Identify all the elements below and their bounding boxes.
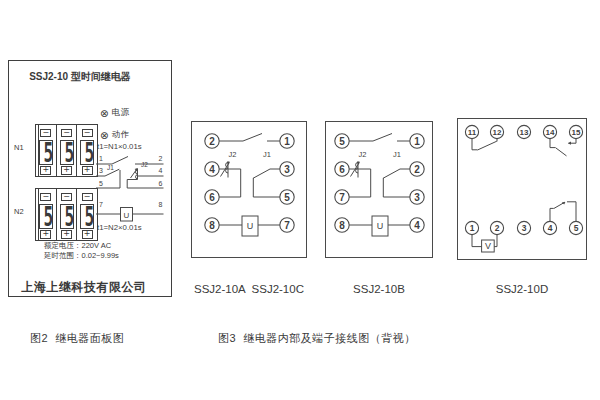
terminal-number: 1 <box>470 223 475 233</box>
action-indicator-icon: ⊗ <box>100 130 109 140</box>
j2-label: J2 <box>359 150 367 159</box>
terminal-number: 13 <box>520 128 529 137</box>
panel-title: SSJ2-10 型时间继电器 <box>8 70 172 84</box>
terminal-number: 2 <box>414 164 420 175</box>
plus-button[interactable]: + <box>40 166 51 175</box>
plus-button[interactable]: + <box>61 230 72 239</box>
j2-label: J2 <box>141 161 148 168</box>
j1-label: J1 <box>107 164 114 171</box>
terminal-number: 6 <box>339 164 345 175</box>
digit-window: 5 <box>39 204 53 229</box>
panel-contact-diagram: t1=N1×0.01s 1 2 3 J1 J2 4 5 6 7 8 U t1=N… <box>95 140 168 232</box>
diagram-ssj2-10b: J2 J1 U 5 1 6 2 7 3 8 4 <box>325 121 433 258</box>
terminal-1-label: 1 <box>99 155 103 162</box>
terminal-number: 12 <box>493 128 502 137</box>
rated-voltage: 额定电压：220V AC <box>44 241 111 251</box>
caption-ssj2-10d: SSJ2-10D <box>457 283 587 295</box>
terminal-number: 4 <box>414 220 420 231</box>
terminal-number: 5 <box>339 136 345 147</box>
terminal-number: 2 <box>495 223 500 233</box>
digit-display-n1: − 5 + − 5 + − 5 + <box>35 124 98 177</box>
digit-window: 5 <box>80 204 94 229</box>
terminal-number: 7 <box>284 220 290 231</box>
plus-button[interactable]: + <box>82 166 93 175</box>
terminal-4-label: 4 <box>159 167 163 174</box>
power-indicator-label: 电源 <box>112 107 130 119</box>
minus-button[interactable]: − <box>82 129 93 137</box>
minus-button[interactable]: − <box>40 193 51 201</box>
terminal-3-label: 3 <box>99 167 103 174</box>
terminal-number: 11 <box>468 128 477 137</box>
minus-button[interactable]: − <box>61 129 72 137</box>
diagram-border <box>458 119 587 260</box>
terminal-number: 4 <box>548 223 553 233</box>
terminal-number: 3 <box>284 164 290 175</box>
fig2-caption: 图2 继电器面板图 <box>30 331 124 346</box>
power-indicator-icon: ⊗ <box>100 108 109 118</box>
terminal-2-label: 2 <box>159 155 163 162</box>
terminal-number: 2 <box>209 136 215 147</box>
fig3-caption: 图3 继电器内部及端子接线图（背视） <box>218 331 416 346</box>
terminal-number: 3 <box>414 192 420 203</box>
terminal-number: 4 <box>209 164 215 175</box>
diagram-ssj2-10d: V 11 12 13 14 15 1 2 3 4 5 <box>457 118 587 260</box>
diagram-ssj2-10a: J2 J1 U 2 1 4 3 6 5 8 7 <box>191 121 307 258</box>
contact-arrowhead <box>568 142 571 145</box>
terminal-number: 14 <box>546 128 555 137</box>
terminal-number: 15 <box>572 128 581 137</box>
digit-window: 5 <box>60 140 74 165</box>
delay-range: 延时范围：0.02~9.99s <box>44 251 119 261</box>
t1-n2-formula: t1=N2×0.01s <box>97 223 142 232</box>
minus-button[interactable]: − <box>40 129 51 137</box>
j2-label: J2 <box>229 150 237 159</box>
digit-window: 5 <box>60 204 74 229</box>
terminal-number: 5 <box>574 223 579 233</box>
digit-column: − 5 + <box>76 189 97 240</box>
minus-button[interactable]: − <box>61 193 72 201</box>
caption-ssj2-10a-10c: SSJ2-10A SSJ2-10C <box>191 283 307 295</box>
wires <box>219 134 280 226</box>
digit-column: − 5 + <box>76 125 97 176</box>
v-label: V <box>485 241 491 251</box>
plus-button[interactable]: + <box>82 230 93 239</box>
plus-button[interactable]: + <box>40 230 51 239</box>
digit-column: − 5 + <box>56 125 77 176</box>
terminal-number: 7 <box>339 192 345 203</box>
terminal-6-label: 6 <box>159 180 163 187</box>
u-label: U <box>377 221 384 231</box>
n2-label: N2 <box>14 207 24 216</box>
digit-window: 5 <box>80 140 94 165</box>
terminal-number: 5 <box>284 192 290 203</box>
digit-column: − 5 + <box>36 189 56 240</box>
terminal-number: 1 <box>414 136 420 147</box>
digit-column: − 5 + <box>36 125 56 176</box>
minus-button[interactable]: − <box>82 193 93 201</box>
digit-display-n2: − 5 + − 5 + − 5 + <box>35 188 98 241</box>
terminal-7-label: 7 <box>99 201 103 208</box>
company-name: 上海上继科技有限公司 <box>8 279 172 296</box>
terminal-number: 3 <box>522 223 527 233</box>
u-label: U <box>247 221 254 231</box>
terminal-5-label: 5 <box>99 180 103 187</box>
terminal-number: 1 <box>284 136 290 147</box>
caption-ssj2-10b: SSJ2-10B <box>325 283 433 295</box>
terminal-number: 8 <box>209 220 215 231</box>
j1-label: J1 <box>263 150 271 159</box>
digit-column: − 5 + <box>56 189 77 240</box>
digit-window: 5 <box>39 140 53 165</box>
power-indicator: ⊗ 电源 <box>100 107 130 119</box>
u-label: U <box>124 211 130 220</box>
n1-label: N1 <box>14 143 24 152</box>
wires <box>349 134 410 226</box>
j1-label: J1 <box>393 150 401 159</box>
plus-button[interactable]: + <box>61 166 72 175</box>
terminal-8-label: 8 <box>159 201 163 208</box>
terminal-number: 8 <box>339 220 345 231</box>
terminal-number: 6 <box>209 192 215 203</box>
t1-n1-formula: t1=N1×0.01s <box>97 142 142 151</box>
